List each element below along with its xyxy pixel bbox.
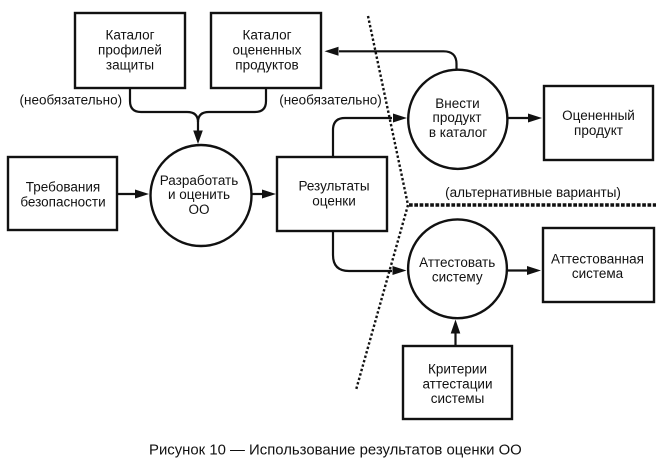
svg-text:продуктов: продуктов xyxy=(235,57,298,72)
svg-text:Оцененный: Оцененный xyxy=(562,108,635,123)
svg-text:Разработать: Разработать xyxy=(160,173,239,188)
svg-text:(необязательно): (необязательно) xyxy=(279,92,382,107)
svg-text:защиты: защиты xyxy=(106,57,154,72)
svg-text:(необязательно): (необязательно) xyxy=(20,92,123,107)
svg-text:Аттестованная: Аттестованная xyxy=(551,251,644,266)
svg-text:Рисунок 10 — Использование рез: Рисунок 10 — Использование результатов о… xyxy=(149,442,522,458)
svg-text:Требования: Требования xyxy=(26,180,100,195)
svg-text:продукт: продукт xyxy=(433,110,482,125)
svg-text:аттестации: аттестации xyxy=(422,377,492,392)
svg-text:(альтернативные варианты): (альтернативные варианты) xyxy=(445,185,621,200)
svg-text:оценки: оценки xyxy=(312,193,356,208)
svg-text:системы: системы xyxy=(431,391,485,406)
svg-text:и оценить: и оценить xyxy=(168,187,230,202)
svg-text:система: система xyxy=(572,266,624,281)
svg-text:Каталог: Каталог xyxy=(105,28,154,43)
svg-text:оцененных: оцененных xyxy=(233,43,302,58)
svg-text:Аттестовать: Аттестовать xyxy=(419,255,495,270)
svg-text:продукт: продукт xyxy=(574,123,623,138)
svg-text:в каталог: в каталог xyxy=(429,125,487,140)
svg-text:Каталог: Каталог xyxy=(242,28,291,43)
svg-text:ОО: ОО xyxy=(188,202,209,217)
svg-text:Результаты: Результаты xyxy=(298,179,369,194)
svg-text:Внести: Внести xyxy=(435,96,479,111)
svg-text:систему: систему xyxy=(432,269,483,284)
svg-text:Критерии: Критерии xyxy=(428,362,487,377)
svg-text:профилей: профилей xyxy=(98,43,162,58)
svg-text:безопасности: безопасности xyxy=(20,194,105,209)
